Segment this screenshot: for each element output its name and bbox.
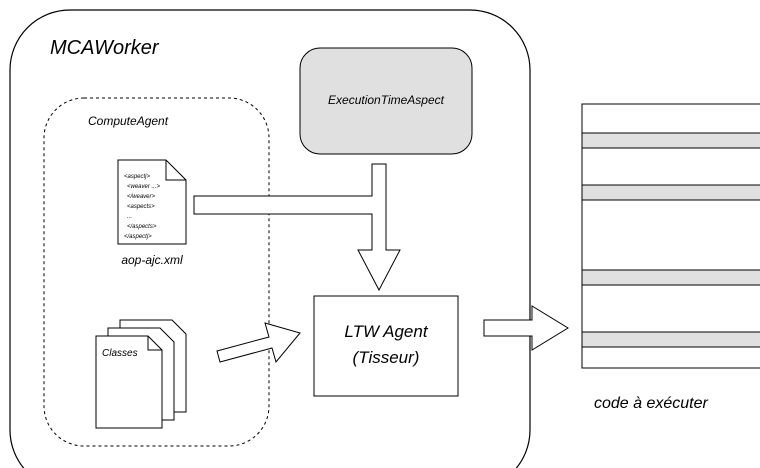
xml-document-icon: [117, 159, 187, 245]
compute-agent-box: [43, 97, 270, 447]
classes-doc-front: [95, 335, 163, 429]
merge-arrow: [193, 163, 401, 292]
ltw-agent-line1: LTW Agent: [344, 322, 428, 341]
ltw-to-code-arrow: [483, 305, 569, 351]
ltw-agent-line2: (Tisseur): [353, 348, 420, 367]
ltw-agent-box: [313, 295, 459, 397]
execution-time-aspect-box: [299, 47, 473, 155]
code-stripe: [581, 269, 760, 286]
xml-line: </weaver>: [127, 194, 156, 200]
xml-line: <aspects>: [127, 204, 155, 210]
xml-line: <weaver ...>: [127, 184, 161, 190]
xml-line: </aspectj>: [124, 234, 152, 240]
mca-worker-title: MCAWorker: [50, 37, 160, 59]
xml-file-caption: aop-ajc.xml: [121, 253, 183, 267]
compute-agent-title: ComputeAgent: [88, 114, 169, 128]
classes-doc-fold: [147, 336, 162, 351]
xml-line: ...: [127, 214, 132, 220]
xml-line: </aspects>: [127, 224, 157, 230]
classes-label: Classes: [102, 348, 138, 359]
code-stripe: [581, 184, 760, 201]
xml-document-lines: <aspectj> <weaver ...> </weaver> <aspect…: [124, 174, 161, 240]
xml-line: <aspectj>: [124, 174, 151, 180]
xml-document-fold: [165, 160, 186, 181]
code-stripe: [581, 331, 760, 348]
execution-time-aspect-label: ExecutionTimeAspect: [328, 93, 445, 107]
code-caption: code à exécuter: [594, 395, 709, 412]
code-stripe: [581, 132, 760, 149]
classes-to-ltw-arrow: [216, 322, 301, 364]
